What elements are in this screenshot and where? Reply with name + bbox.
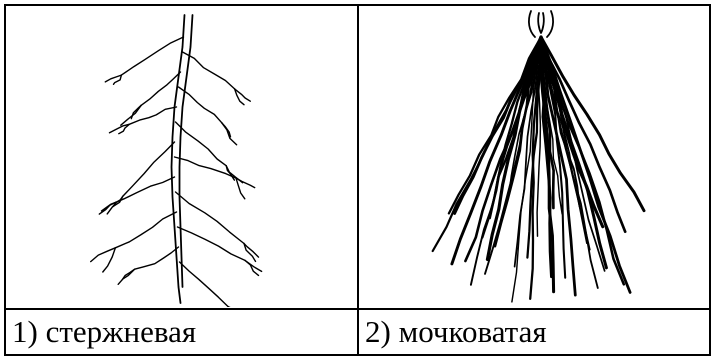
fibrous-root <box>449 37 541 213</box>
taproot-lateral-roots <box>91 37 262 307</box>
taproot-lateral-root <box>176 192 245 244</box>
fibrous-roots <box>433 37 644 302</box>
taproot-illustration-cell <box>5 5 358 309</box>
taproot-lateral-root <box>183 52 235 89</box>
fibrous-label: 2) мочковатая <box>358 309 710 355</box>
illustration-row <box>5 5 710 309</box>
taproot-lateral-root <box>180 262 229 307</box>
taproot-lateral-root <box>115 212 176 248</box>
taproot-lateral-root <box>178 227 246 260</box>
label-row: 1) стержневая 2) мочковатая <box>5 309 710 355</box>
taproot-system-drawing <box>6 7 357 307</box>
taproot-lateral-root <box>121 37 183 75</box>
fibrous-root-system-drawing <box>359 7 709 307</box>
taproot-lateral-root <box>179 87 222 123</box>
taproot-lateral-root <box>135 247 179 269</box>
taproot-rootlet <box>235 89 244 105</box>
taproot-label: 1) стержневая <box>5 309 358 355</box>
taproot-lateral-root <box>116 177 175 202</box>
stem-base-inner <box>538 13 544 33</box>
fibrous-illustration-cell <box>358 5 710 309</box>
taproot-lateral-root <box>123 142 175 196</box>
taproot-rootlet <box>110 124 130 133</box>
root-types-table: 1) стержневая 2) мочковатая <box>4 4 711 356</box>
taproot-rootlet <box>103 248 116 272</box>
stem-base-right <box>547 11 553 37</box>
stem-base-left <box>529 11 535 37</box>
